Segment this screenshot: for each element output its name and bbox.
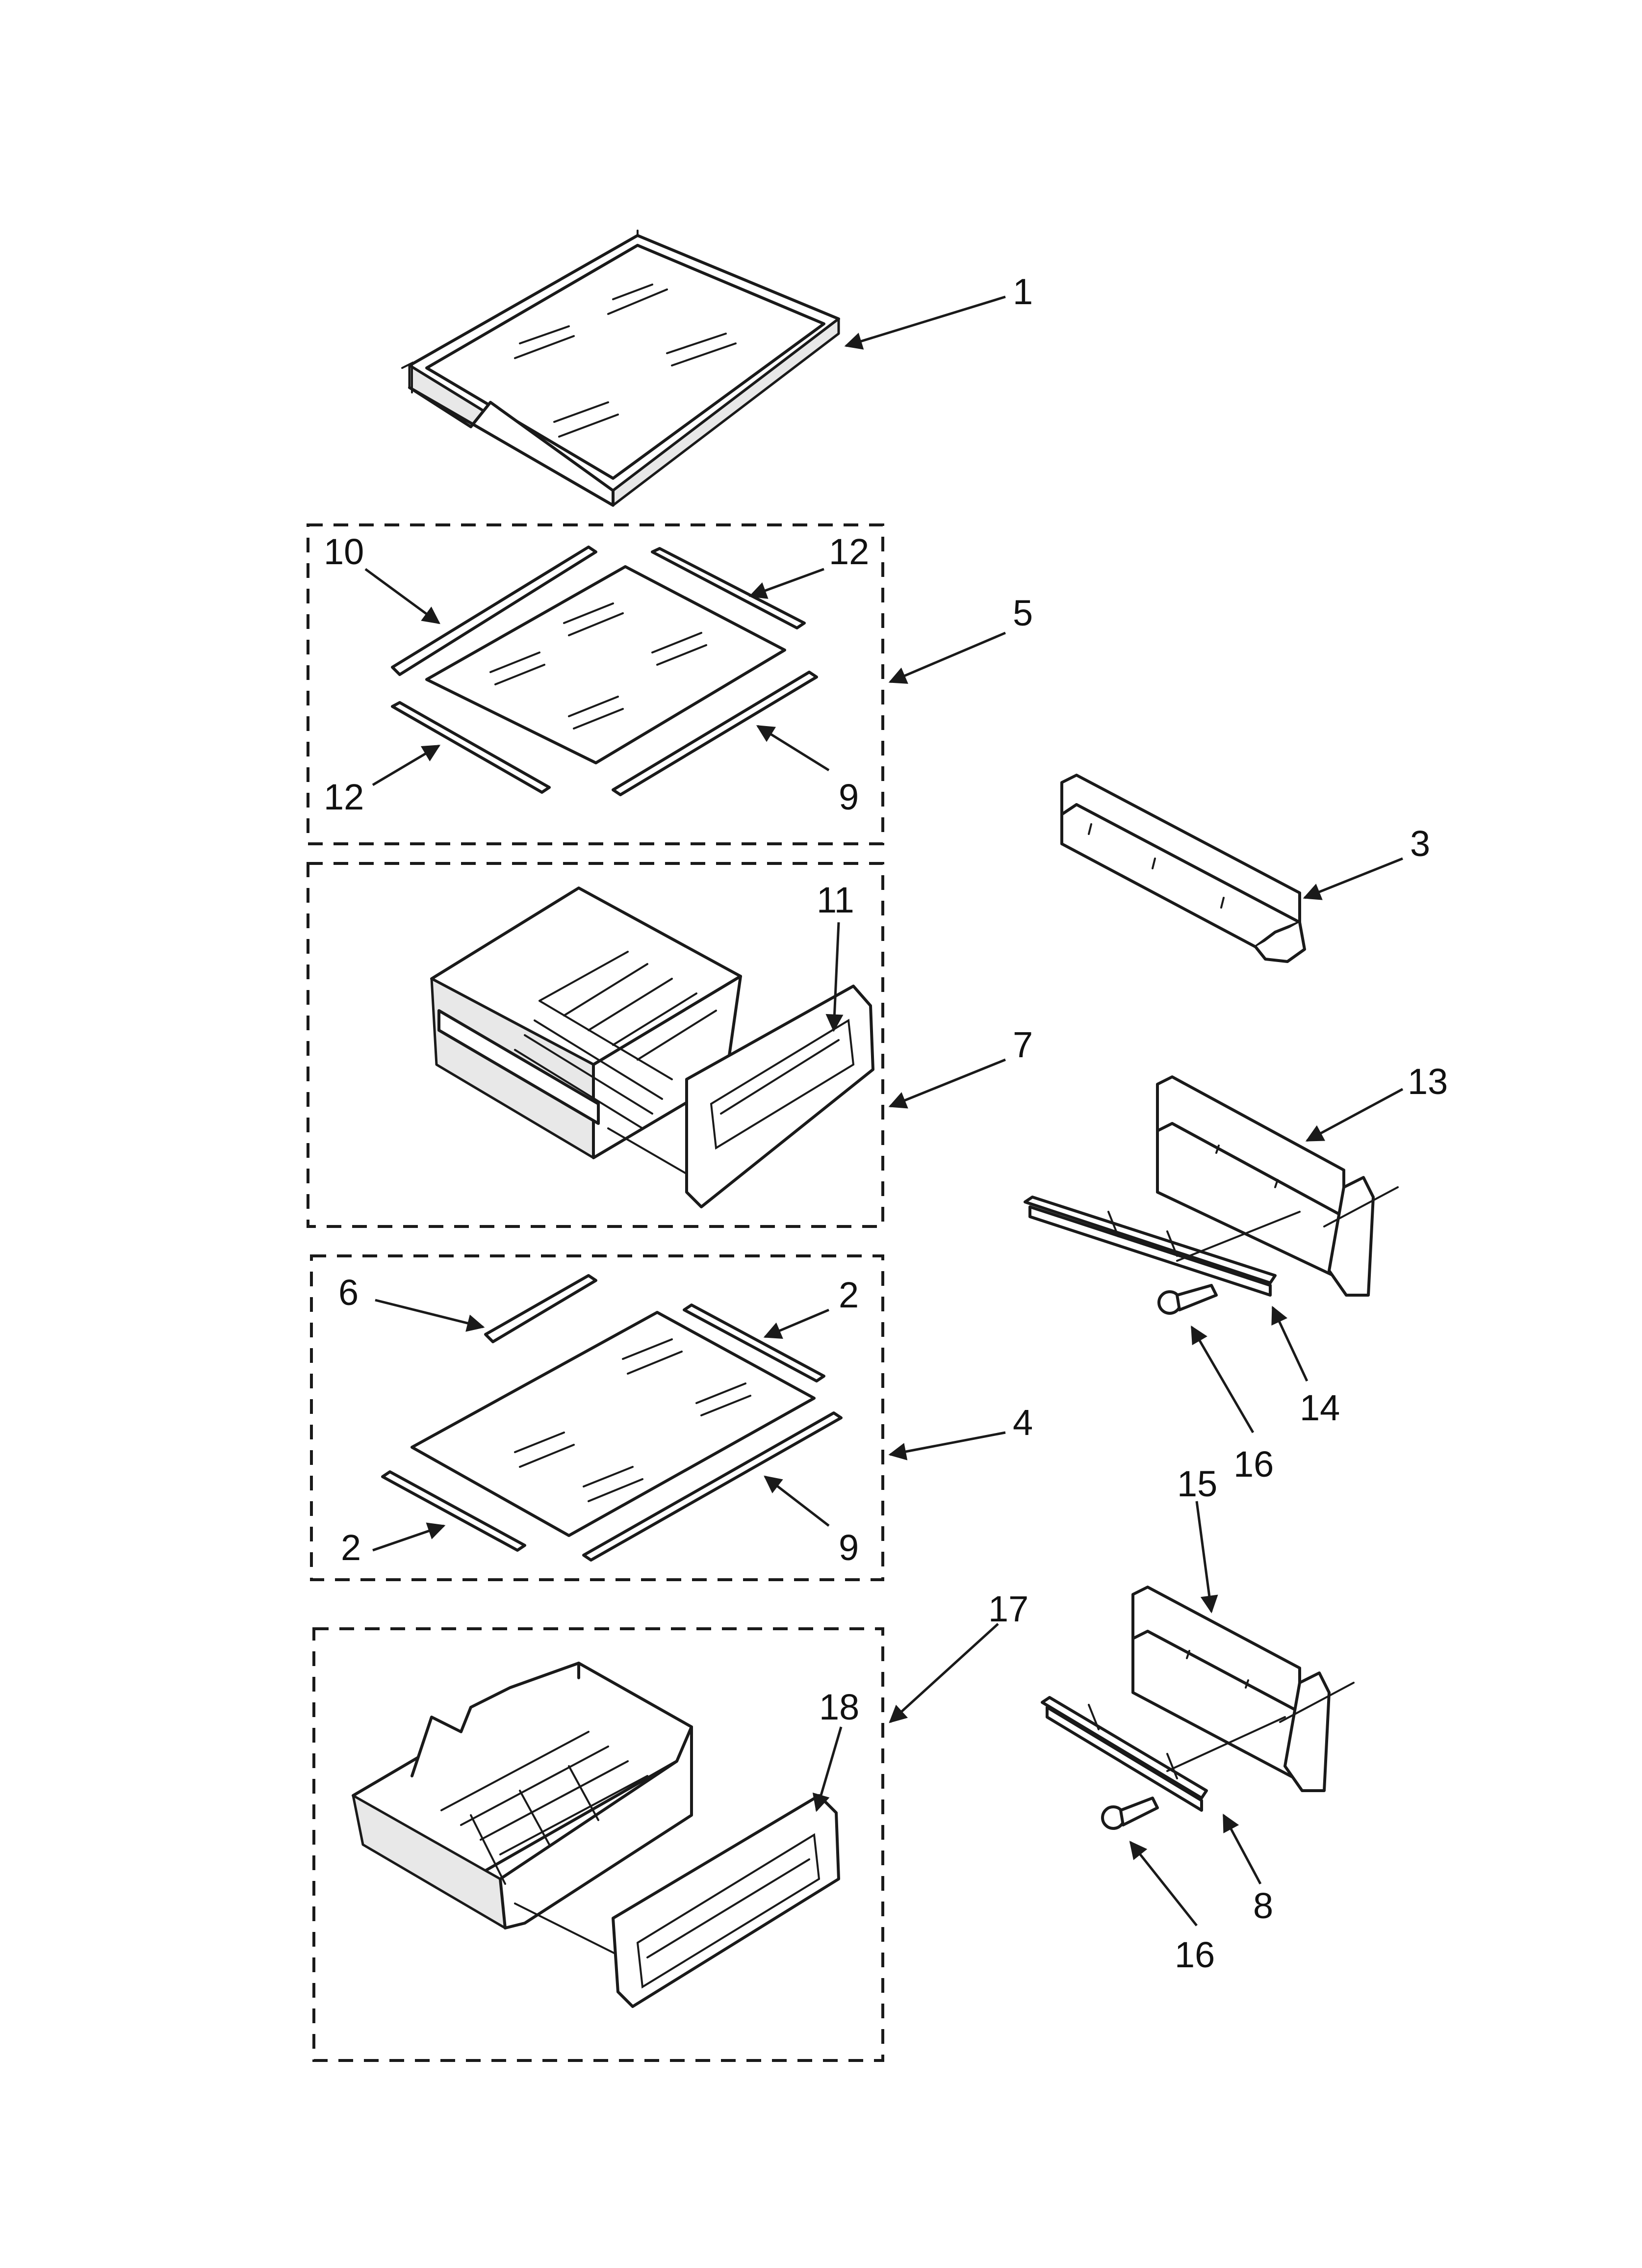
leader-13 — [1305, 1088, 1404, 1142]
callout-2b: 2 — [341, 1527, 361, 1568]
callout-7: 7 — [1013, 1024, 1033, 1065]
part-11-crisper-drawer-front — [685, 985, 874, 1208]
part-9-front-strip-lower — [582, 1411, 843, 1562]
callout-5: 5 — [1013, 593, 1033, 633]
leader-18 — [812, 1726, 843, 1812]
part-2-side-strip-lower — [381, 1470, 526, 1552]
part-16-screw-upper — [1157, 1284, 1218, 1315]
callout-1: 1 — [1013, 271, 1033, 312]
leader-10 — [364, 568, 440, 625]
leader-2b — [372, 1522, 446, 1552]
part-12-side-strip-upper — [651, 547, 806, 629]
callout-4: 4 — [1013, 1402, 1033, 1443]
leader-9a — [756, 725, 830, 772]
callout-17: 17 — [988, 1589, 1028, 1629]
callout-12a: 12 — [829, 531, 869, 572]
callout-3: 3 — [1410, 823, 1430, 864]
leader-12b — [372, 744, 441, 786]
part-crisper-pan-lower — [352, 1662, 693, 1958]
callout-9b: 9 — [839, 1527, 859, 1568]
part-6-trim-strip — [484, 1274, 597, 1343]
leader-17 — [889, 1623, 999, 1723]
group-7-box — [307, 862, 884, 1228]
part-2-side-strip-upper — [683, 1303, 825, 1382]
part-10-trim-strip — [391, 546, 597, 676]
part-12-side-strip-lower — [391, 701, 551, 794]
part-9-front-strip — [612, 671, 818, 796]
callout-15: 15 — [1177, 1463, 1217, 1504]
leader-16b — [1129, 1841, 1198, 1927]
leader-8 — [1222, 1813, 1262, 1885]
leader-5 — [888, 631, 1006, 684]
part-14-drawer-slide — [1024, 1196, 1301, 1297]
part-glass-panel-5 — [425, 565, 786, 764]
callout-6: 6 — [338, 1272, 359, 1313]
leader-12a — [748, 568, 824, 599]
leader-16a — [1190, 1325, 1255, 1434]
part-crisper-pan-upper — [430, 886, 742, 1183]
leader-6 — [375, 1299, 485, 1332]
part-15-cover-bracket — [1131, 1586, 1355, 1792]
callout-8: 8 — [1253, 1885, 1273, 1926]
part-3-crisper-cover — [1060, 774, 1306, 963]
callout-12b: 12 — [324, 777, 364, 817]
part-glass-panel-4 — [410, 1311, 816, 1537]
leader-4 — [888, 1431, 1006, 1460]
callout-14: 14 — [1300, 1387, 1340, 1428]
leader-14 — [1271, 1305, 1308, 1382]
part-8-drawer-slide — [1041, 1696, 1286, 1812]
group-17-box — [312, 1627, 884, 2062]
callout-9a: 9 — [839, 777, 859, 817]
callout-16b: 16 — [1175, 1934, 1215, 1975]
callout-18: 18 — [819, 1687, 859, 1727]
part-18-crisper-drawer-front — [612, 1794, 840, 2008]
leader-9b — [764, 1475, 830, 1527]
part-1-shelf-assembly — [401, 230, 840, 507]
part-16-screw-lower — [1101, 1797, 1159, 1830]
leader-1 — [844, 295, 1006, 350]
callout-11: 11 — [817, 880, 854, 920]
part-13-cover-bracket — [1156, 1075, 1399, 1297]
leader-3 — [1303, 857, 1403, 900]
leader-7 — [888, 1058, 1006, 1109]
group-4-box — [310, 1254, 884, 1581]
callout-13: 13 — [1408, 1061, 1448, 1102]
group-5-box — [307, 523, 884, 845]
callout-10: 10 — [324, 531, 364, 572]
leader-2a — [763, 1308, 829, 1339]
leader-11 — [825, 922, 844, 1032]
leader-15 — [1195, 1501, 1218, 1614]
callout-2a: 2 — [839, 1275, 859, 1315]
callout-16a: 16 — [1233, 1444, 1274, 1485]
